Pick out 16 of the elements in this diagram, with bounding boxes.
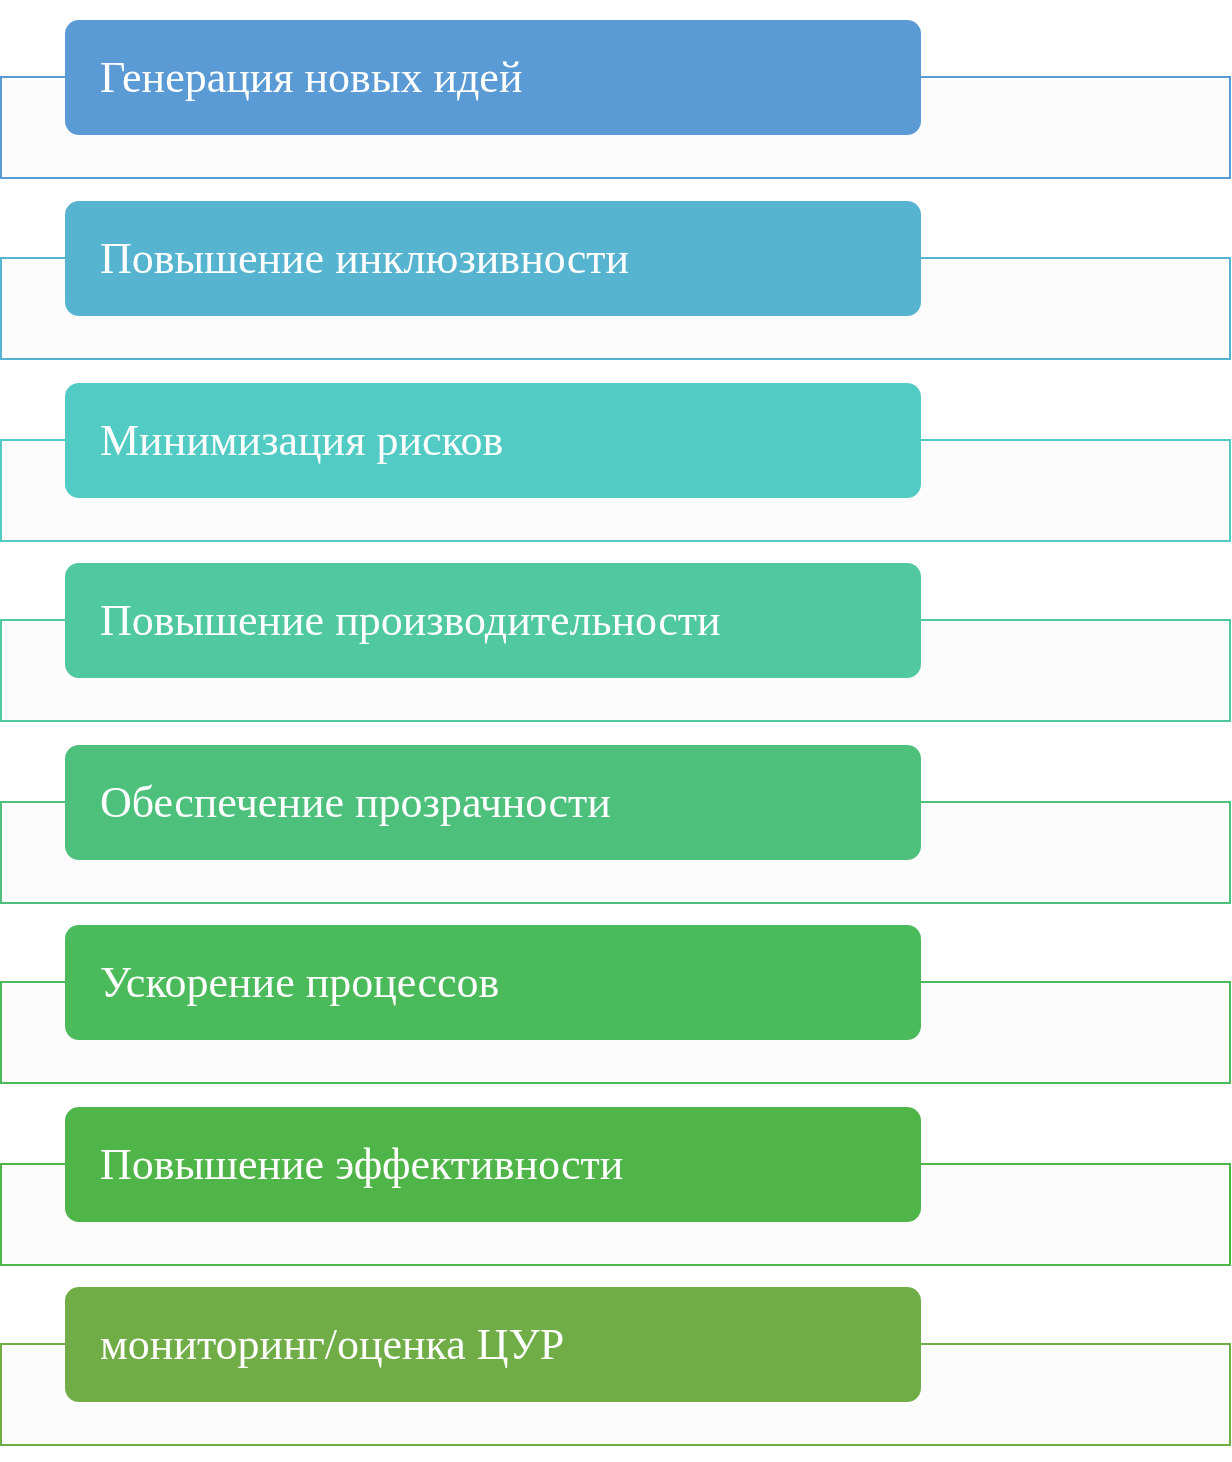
- item-label: Повышение эффективности: [100, 1139, 624, 1190]
- list-item-box: [65, 563, 921, 678]
- list-item-box: [65, 20, 921, 135]
- item-label: Обеспечение прозрачности: [100, 777, 611, 828]
- list-item-box: [65, 1107, 921, 1222]
- item-label: Повышение производительности: [100, 595, 721, 646]
- list-item-box: [65, 383, 921, 498]
- item-label: Генерация новых идей: [100, 52, 523, 103]
- list-item-box: [65, 925, 921, 1040]
- list-item-box: [65, 201, 921, 316]
- item-label: Повышение инклюзивности: [100, 233, 630, 284]
- item-label: Ускорение процессов: [100, 957, 500, 1008]
- item-label: мониторинг/оценка ЦУР: [100, 1319, 565, 1370]
- list-item-box: [65, 745, 921, 860]
- list-item-box: [65, 1287, 921, 1402]
- item-label: Минимизация рисков: [100, 415, 504, 466]
